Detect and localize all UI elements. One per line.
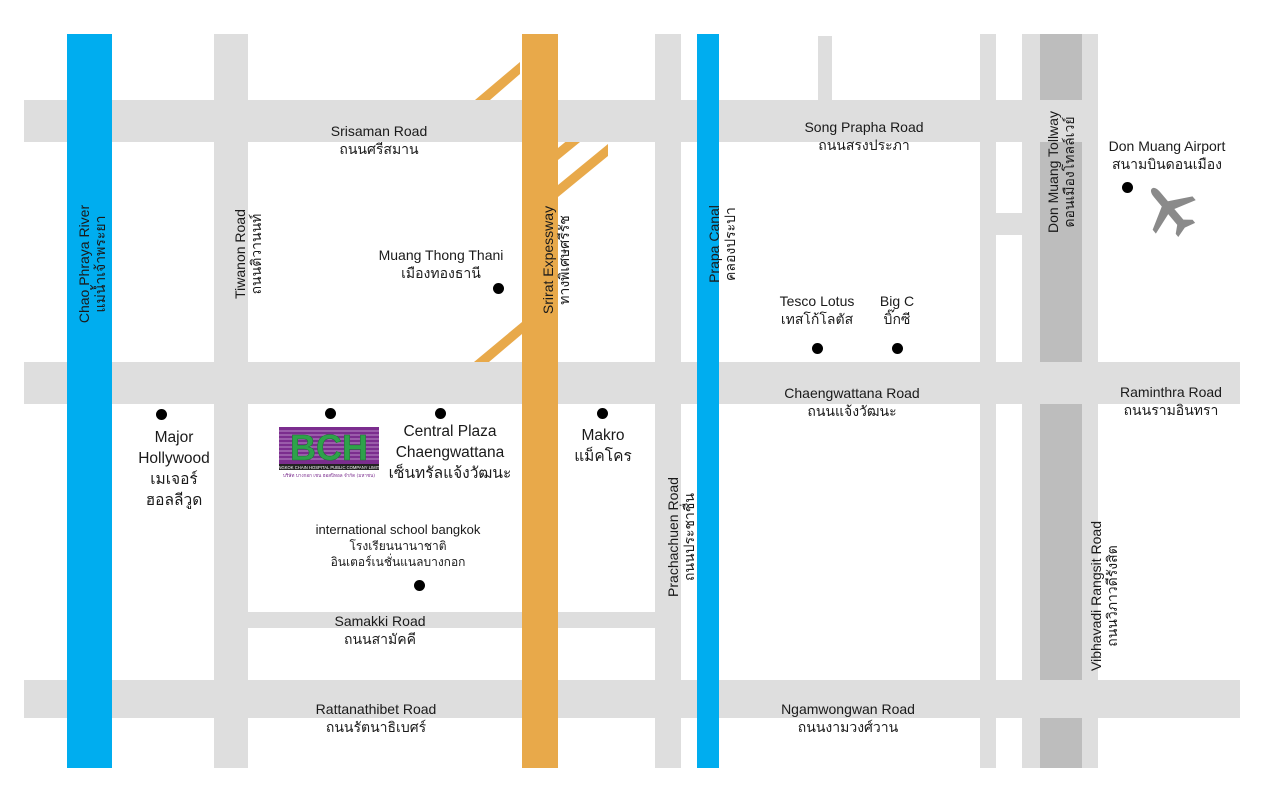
road-tollway-bottom — [1040, 718, 1082, 768]
road-rattanathibet — [24, 680, 1240, 718]
road-tollway-lower — [1040, 404, 1082, 680]
river-chao-phraya — [67, 34, 112, 768]
marker-international-school — [414, 580, 425, 591]
road-chaengwattana — [24, 362, 1240, 404]
marker-tesco-lotus — [812, 343, 823, 354]
marker-major-hollywood — [156, 409, 167, 420]
bch-hospital-logo: BCH BANGKOK CHAIN HOSPITAL PUBLIC COMPAN… — [279, 427, 379, 479]
svg-text:บริษัท บางกอก เชน ฮอสปิทอล จำก: บริษัท บางกอก เชน ฮอสปิทอล จำกัด (มหาชน) — [283, 472, 375, 479]
label-international-school-bangkok: international school bangkok โรงเรียนนาน… — [315, 522, 481, 569]
airplane-icon — [1150, 187, 1196, 237]
marker-central-plaza — [435, 408, 446, 419]
svg-text:BCH: BCH — [290, 427, 368, 468]
marker-bch-hospital — [325, 408, 336, 419]
expressway-srirat — [522, 34, 558, 768]
svg-text:BANGKOK CHAIN HOSPITAL PUBLIC: BANGKOK CHAIN HOSPITAL PUBLIC COMPANY LI… — [279, 465, 379, 470]
road-don-muang-tollway — [1040, 34, 1082, 362]
marker-muang-thong-thani — [493, 283, 504, 294]
canal-prapa — [697, 34, 719, 768]
road-samakki — [248, 612, 655, 628]
road-srisaman — [24, 100, 1098, 142]
road-stub — [818, 36, 832, 100]
marker-don-muang-airport — [1122, 182, 1133, 193]
marker-makro — [597, 408, 608, 419]
marker-big-c — [892, 343, 903, 354]
road-connector — [996, 213, 1022, 235]
